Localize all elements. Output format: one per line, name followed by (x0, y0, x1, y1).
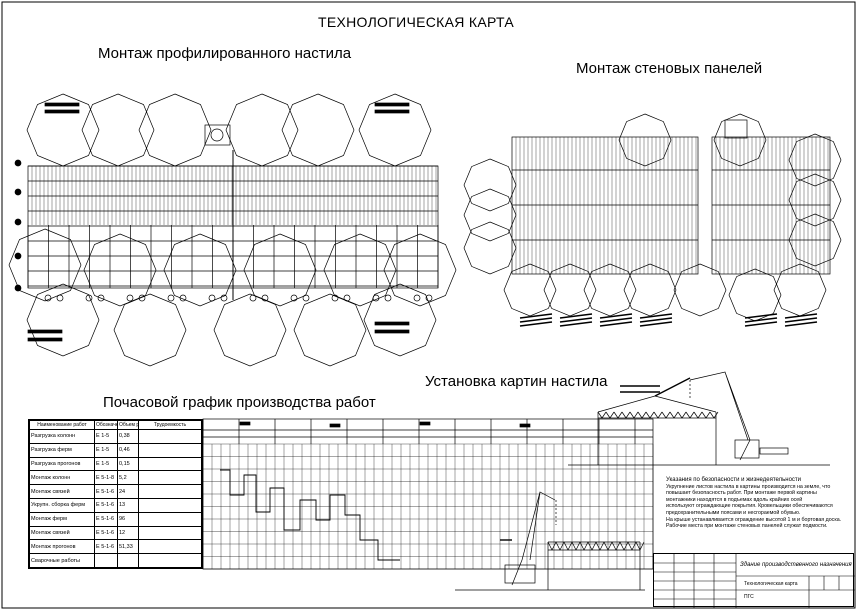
schedule-table: Наименование работ Обозначение Объем раб… (28, 419, 203, 569)
schedule-cell-labor (138, 442, 202, 458)
schedule-cell-code: Е 5-1-6 (94, 511, 118, 527)
schedule-cell-labor (138, 553, 202, 568)
schedule-cell-labor (138, 539, 202, 555)
schedule-cell-code: Е 1-5 (94, 456, 118, 472)
schedule-cell-labor (138, 470, 202, 486)
deck-plan (8, 93, 457, 367)
schedule-cell-name: Монтаж связей (29, 525, 95, 541)
sheet-title: ТЕХНОЛОГИЧЕСКАЯ КАРТА (318, 14, 514, 30)
schedule-cell-code: Е 5-1-6 (94, 525, 118, 541)
schedule-cell-labor (138, 456, 202, 472)
schedule-cell-name: Сварочные работы (29, 553, 95, 568)
schedule-cell-vol: 51,33 (117, 539, 139, 555)
schedule-cell-name: Разгрузка прогонов (29, 456, 95, 472)
title-block: Здание производственного назначения Техн… (653, 553, 855, 608)
schedule-section-title: Почасовой график производства работ (103, 394, 376, 411)
gantt-chart (202, 418, 654, 570)
schedule-cell-code: Е 5-1-8 (94, 470, 118, 486)
schedule-cell-labor (138, 429, 202, 444)
schedule-cell-name: Укрупн. сборка ферм (29, 497, 95, 513)
title-block-subtitle: Технологическая карта (744, 581, 798, 587)
installation-section (568, 371, 830, 466)
col-header-code: Обозначение (94, 420, 118, 430)
schedule-cell-name: Разгрузка колонн (29, 429, 95, 444)
schedule-row: Сварочные работы (29, 553, 202, 568)
schedule-cell-name: Монтаж колонн (29, 470, 95, 486)
schedule-cell-code: Е 5-1-6 (94, 497, 118, 513)
schedule-cell-name: Монтаж ферм (29, 511, 95, 527)
safety-notes-heading: Указания по безопасности и жизнедеятельн… (666, 477, 802, 483)
schedule-cell-vol: 13 (117, 497, 139, 513)
title-block-name: Здание производственного назначения (740, 562, 852, 568)
schedule-cell-labor (138, 497, 202, 513)
schedule-cell-vol: 0,15 (117, 456, 139, 472)
safety-note-line: Укрупнение листов настила в картины прои… (666, 483, 831, 490)
schedule-cell-name: Монтаж прогонов (29, 539, 95, 555)
schedule-cell-name: Монтаж связей (29, 484, 95, 499)
wall-section-title: Монтаж стеновых панелей (576, 60, 763, 77)
safety-note-line: Рабочие места при монтаже стеновых панел… (666, 523, 828, 530)
safety-note-line: На крыше устанавливается ограждение высо… (666, 516, 842, 523)
schedule-cell-vol: 24 (117, 484, 139, 499)
schedule-cell-code: Е 5-1-6 (94, 484, 118, 499)
schedule-cell-code: Е 1-5 (94, 429, 118, 444)
schedule-cell-vol (117, 553, 139, 568)
safety-note-line: повышает безопасность работ. При монтаже… (666, 490, 817, 497)
schedule-cell-vol: 0,38 (117, 429, 139, 444)
schedule-cell-labor (138, 484, 202, 499)
schedule-cell-labor (138, 525, 202, 541)
safety-note-line: предохранительными поясами и несгораемой… (666, 509, 801, 516)
title-block-org: ПГС (744, 594, 754, 600)
schedule-cell-vol: 0,46 (117, 442, 139, 458)
safety-note-line: используют ограждающие покрытия. Кровель… (666, 503, 833, 510)
col-header-volume: Объем работ (117, 420, 139, 430)
schedule-cell-vol: 96 (117, 511, 139, 527)
safety-notes: Указания по безопасности и жизнедеятельн… (666, 477, 852, 530)
install-section-title: Установка картин настила (425, 373, 608, 390)
schedule-cell-code: Е 1-5 (94, 442, 118, 458)
schedule-cell-code (94, 553, 118, 568)
col-header-labor: Трудоемкость (138, 420, 202, 430)
schedule-cell-vol: 12 (117, 525, 139, 541)
deck-section-title: Монтаж профилированного настила (98, 45, 352, 62)
safety-note-line: монтажники находятся в подъемах вдоль кр… (666, 496, 803, 503)
schedule-cell-vol: 5,2 (117, 470, 139, 486)
wall-plan (463, 113, 842, 327)
crane-section (455, 491, 645, 591)
schedule-cell-labor (138, 511, 202, 527)
schedule-cell-code: Е 5-1-6 (94, 539, 118, 555)
col-header-name: Наименование работ (29, 420, 95, 430)
schedule-cell-name: Разгрузка ферм (29, 442, 95, 458)
